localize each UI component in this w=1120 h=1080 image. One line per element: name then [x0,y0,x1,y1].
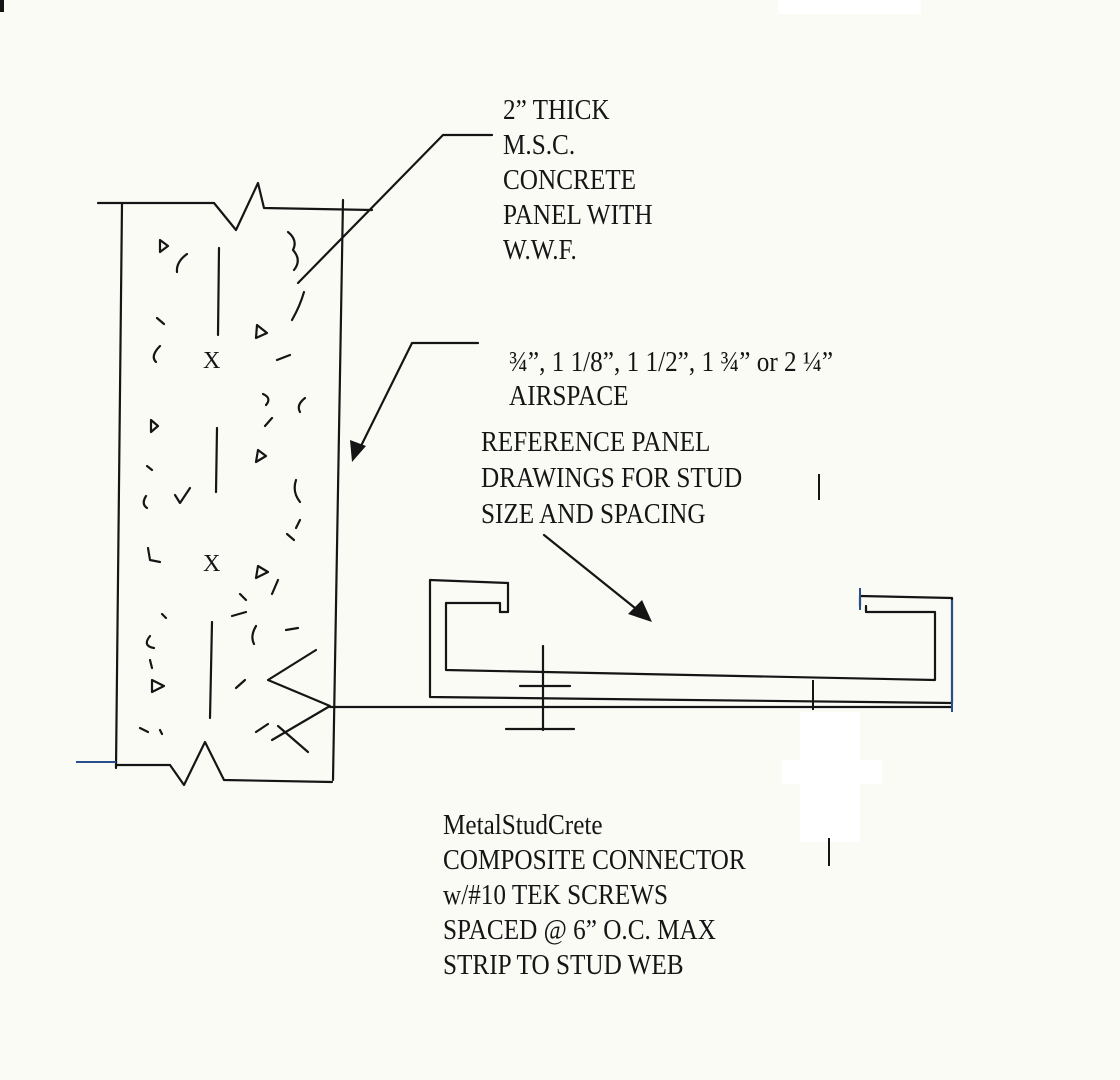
panel-x-mark: X [203,551,221,577]
note-line: SPACED @ 6” O.C. MAX [443,915,716,946]
aggregate-mark [145,448,268,472]
aggregate-mark [160,610,300,632]
stud-lip-left [498,581,510,614]
note-line: M.S.C. [503,130,576,161]
note-line: DRAWINGS FOR STUD [481,463,743,494]
aggregate-mark [285,518,302,542]
scan-speck [812,680,814,710]
note-panel: 2” THICK M.S.C. CONCRETE PANEL WITH W.W.… [503,93,653,268]
panel-left-edge [114,201,124,770]
aggregate-mark [286,230,299,272]
scan-blank-bottom-2 [782,760,882,784]
note-line: MetalStudCrete [443,810,603,841]
aggregate-mark [138,722,270,736]
aggregate-mark [158,238,189,274]
aggregate-mark [142,478,302,510]
panel-top-break-line [96,181,374,232]
panel-right-edge [331,198,345,782]
panel-bottom-break-line [114,740,334,787]
panel-x-mark: X [203,348,221,374]
note-line: PANEL WITH [503,200,653,231]
aggregate-mark [261,392,307,414]
note-line: w/#10 TEK SCREWS [443,880,668,911]
scan-speck [0,0,4,12]
stud-outer-left [428,578,954,705]
note-line: SIZE AND SPACING [481,499,706,530]
wwf-line-2 [214,426,219,494]
note-connector: MetalStudCrete COMPOSITE CONNECTOR w/#10… [443,808,746,983]
note-line: W.W.F. [503,235,577,266]
stud-inner-left [444,601,937,682]
blue-edge-stud [859,588,953,712]
arrowhead-airspace [350,440,366,462]
connector-embedded-leg [266,648,332,742]
aggregate-mark [173,486,192,505]
aggregate-mark [152,344,292,364]
connector-embedded-leg-2 [276,724,310,754]
leader-reference [542,533,642,614]
scan-blank-top [778,0,921,14]
aggregate-mark [148,658,154,670]
note-airspace: ¾”, 1 1/8”, 1 1/2”, 1 ¾” or 2 ¼” AIRSPAC… [509,346,833,414]
leader-panel [296,133,494,285]
aggregate-mark [238,578,280,602]
note-line: COMPOSITE CONNECTOR [443,845,746,876]
aggregate-mark [290,290,306,322]
note-line: CONCRETE [503,165,637,196]
note-reference: REFERENCE PANEL DRAWINGS FOR STUD SIZE A… [481,425,742,533]
note-line: REFERENCE PANEL [481,427,711,458]
note-line: ¾”, 1 1/8”, 1 1/2”, 1 ¾” or 2 ¼” [509,347,834,378]
aggregate-mark [149,416,274,434]
scan-speck [818,474,820,500]
note-line: STRIP TO STUD WEB [443,950,684,981]
note-line: AIRSPACE [509,381,629,412]
wwf-line-1 [216,246,221,337]
wwf-line-3 [208,620,214,720]
aggregate-mark [155,316,269,340]
note-line: 2” THICK [503,95,610,126]
aggregate-mark [150,678,247,694]
arrowhead-reference [628,600,652,622]
scan-speck [828,838,830,866]
aggregate-mark [146,546,270,580]
aggregate-mark [145,624,258,650]
leader-airspace [356,341,480,454]
